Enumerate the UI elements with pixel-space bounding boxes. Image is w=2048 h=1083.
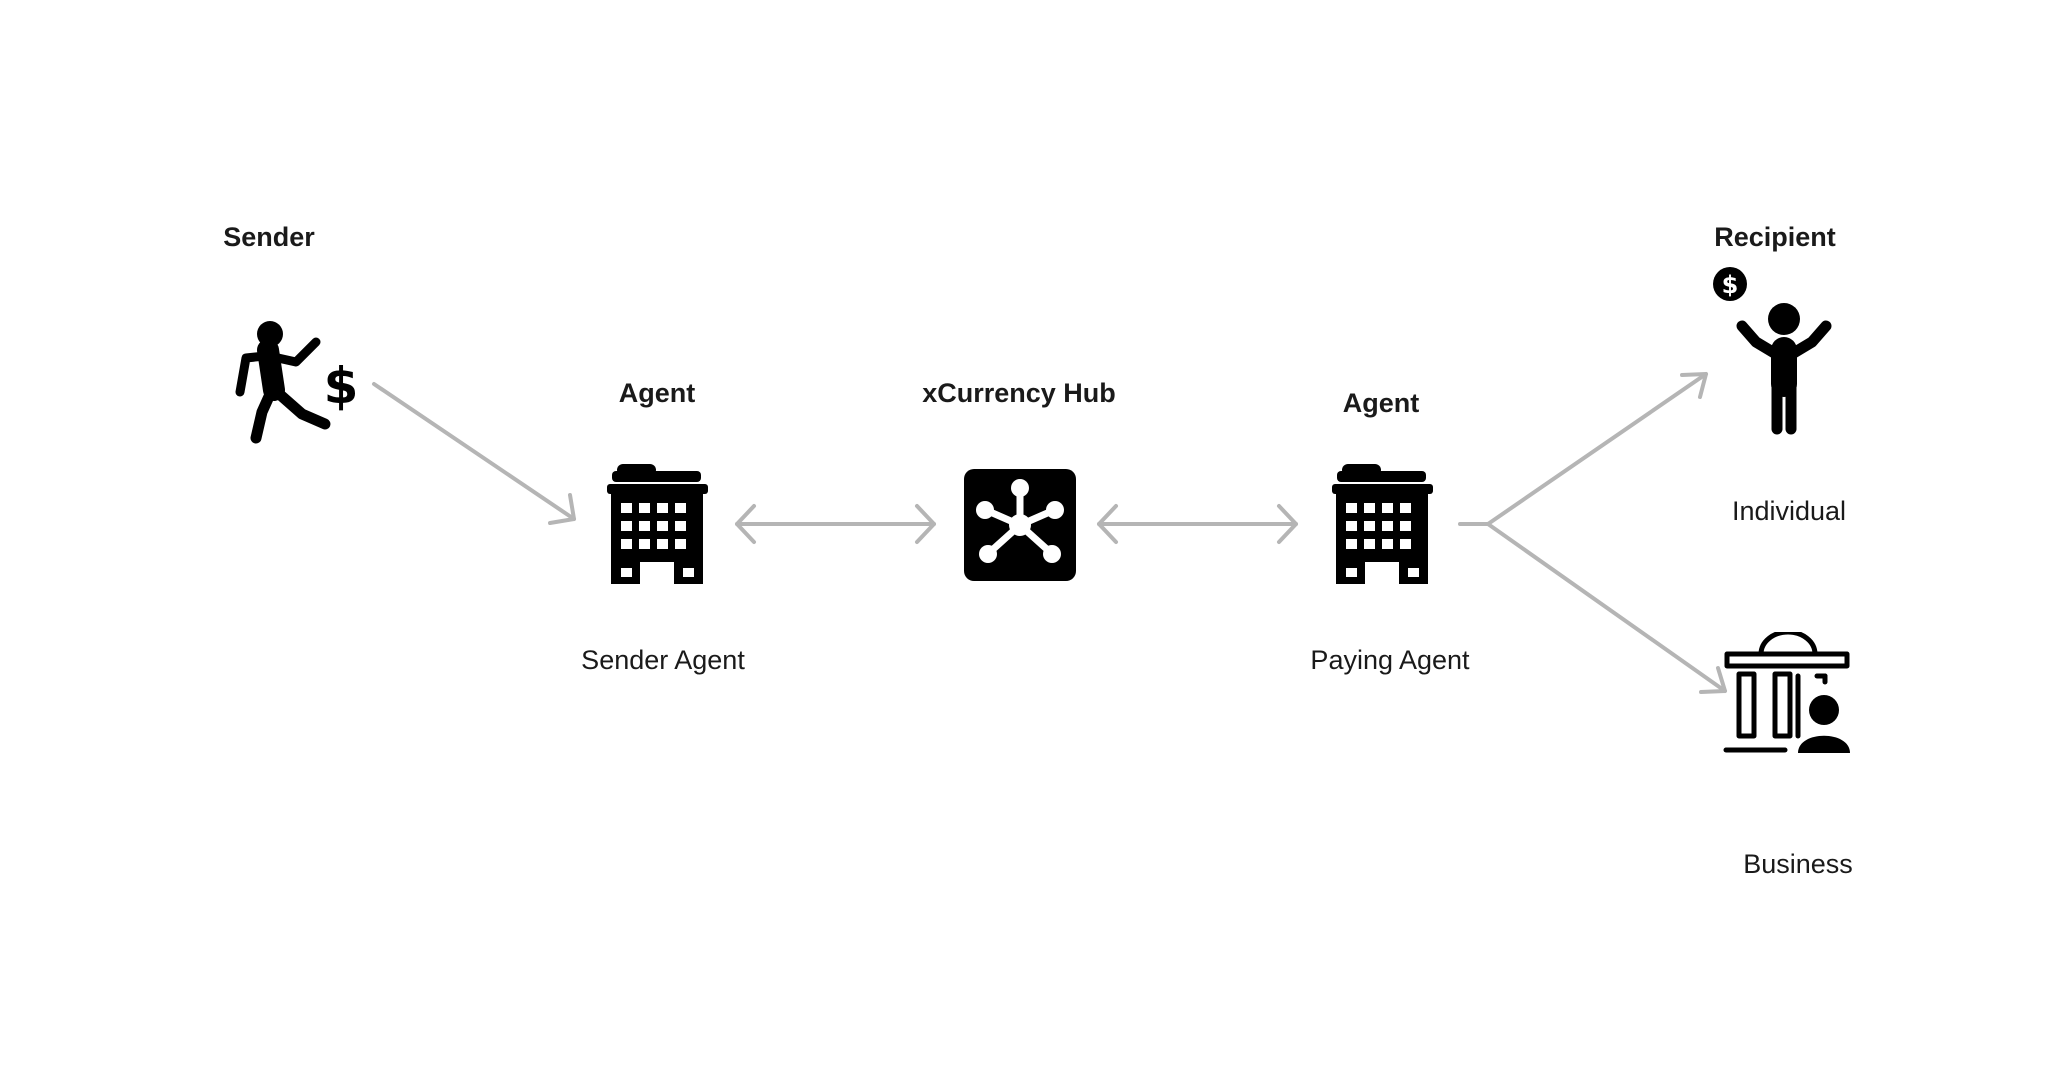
svg-text:$: $ [1722, 271, 1739, 299]
svg-text:$: $ [324, 357, 359, 415]
person-arms-raised-icon [1736, 303, 1832, 435]
edge-paying-agent-to-individual [1458, 372, 1708, 526]
paying-agent-caption: Paying Agent [1310, 645, 1470, 675]
sender-agent-caption: Sender Agent [581, 645, 745, 675]
individual-caption: Individual [1731, 496, 1847, 526]
running-person-dollar-icon: $ [235, 321, 359, 444]
sender-heading: Sender [223, 222, 315, 252]
office-building-icon [1332, 464, 1433, 584]
bank-with-person-icon [1723, 632, 1850, 753]
hub-heading: xCurrency Hub [922, 378, 1116, 408]
office-building-icon [607, 464, 708, 584]
network-hub-icon [964, 469, 1076, 581]
business-caption: Business [1743, 849, 1853, 879]
edge-sender-agent-to-hub [735, 504, 936, 544]
edge-paying-agent-to-business [1486, 522, 1727, 694]
paying-agent-heading: Agent [1342, 388, 1420, 418]
sender-agent-heading: Agent [618, 378, 696, 408]
edge-sender-to-sender-agent [372, 382, 576, 525]
edge-hub-to-paying-agent [1097, 504, 1298, 544]
recipient-heading: Recipient [1714, 222, 1836, 252]
dollar-coin-icon: $ [1713, 267, 1747, 301]
